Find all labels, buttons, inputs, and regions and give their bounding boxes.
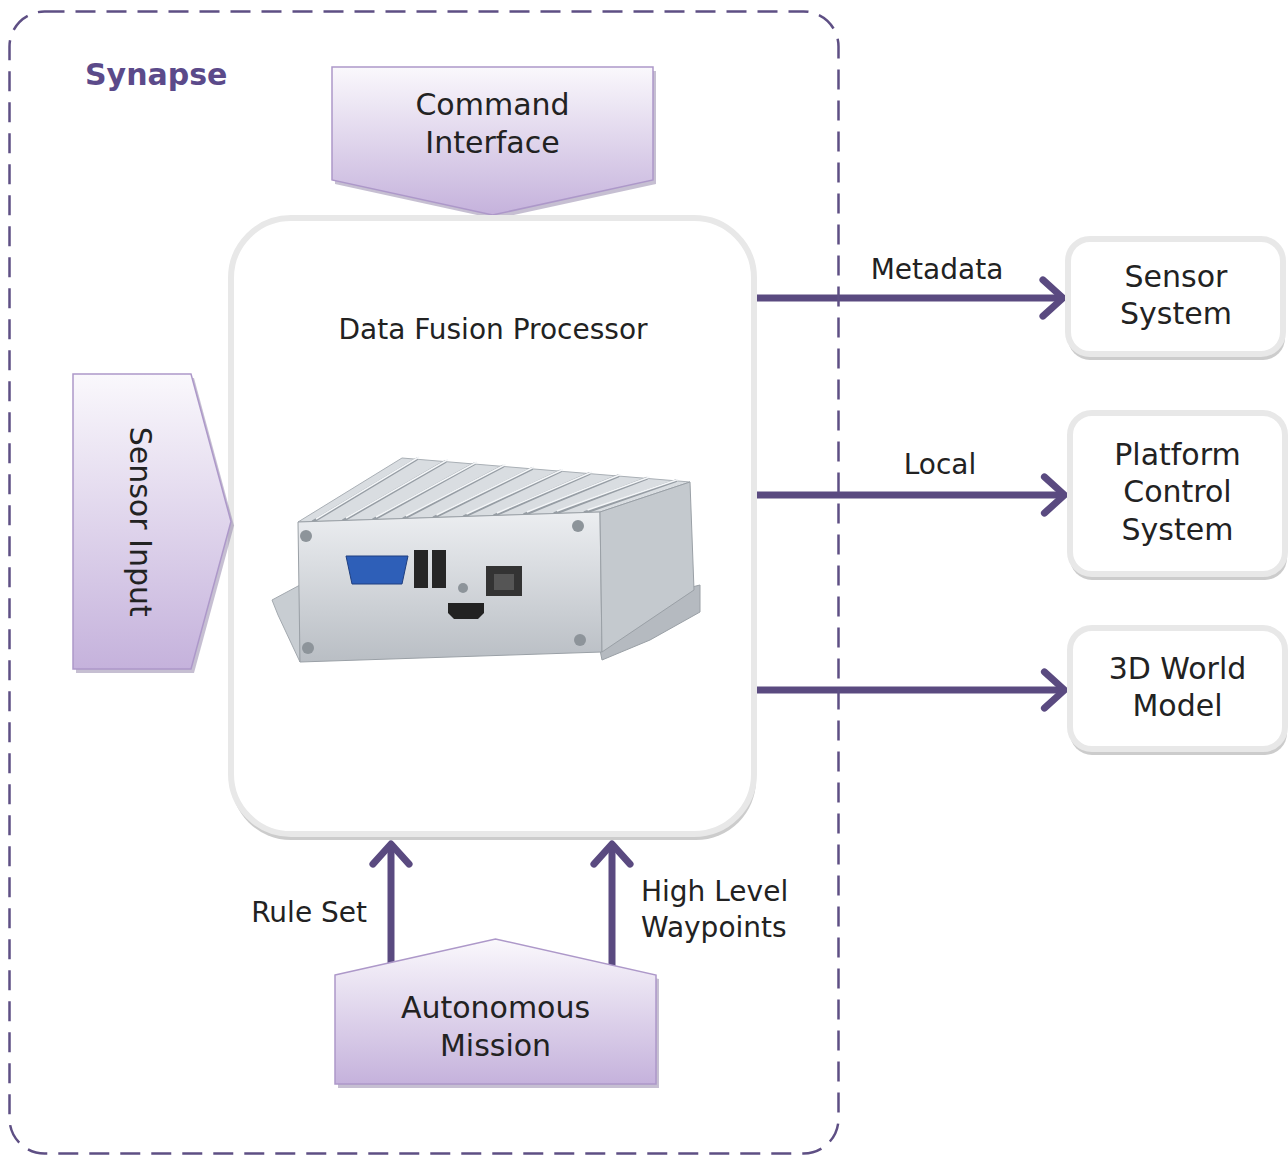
box-label: 3D World Model — [1083, 650, 1273, 725]
autonomous-mission-shape: Autonomous Mission — [334, 938, 657, 1085]
edge-label: High Level Waypoints — [641, 874, 816, 947]
box-label: Sensor System — [1081, 258, 1271, 333]
output-box: Sensor System — [1065, 236, 1287, 360]
sensor-input-shape: Sensor Input — [72, 373, 232, 670]
processor-box: Data Fusion Processor — [228, 215, 758, 840]
dashed-boundary — [10, 12, 839, 1154]
connector-line — [756, 295, 1063, 302]
connector-arrow — [373, 844, 409, 968]
connector-line — [388, 844, 395, 968]
mini-pc-illustration — [228, 215, 758, 840]
arrowhead — [373, 844, 409, 864]
box-body — [231, 218, 754, 834]
edge-label: Metadata — [871, 252, 1004, 288]
connector-line — [609, 844, 616, 971]
connector-line — [756, 492, 1065, 499]
command-interface-shape: Command Interface — [331, 66, 654, 216]
shape-label: Sensor Input — [121, 426, 159, 616]
edge-label-holder: Local — [904, 447, 977, 483]
edge-label: Rule Set — [251, 895, 367, 931]
shape-label: Autonomous Mission — [376, 989, 616, 1064]
connector-arrow — [594, 844, 630, 971]
output-box: Platform Control System — [1067, 410, 1288, 580]
arrowhead — [1044, 477, 1064, 513]
box-title: Data Fusion Processor — [338, 312, 647, 347]
arrowhead — [1043, 280, 1063, 316]
connector-line — [756, 687, 1065, 694]
box-body — [1070, 413, 1285, 574]
edge-label-holder: High Level Waypoints — [641, 874, 816, 947]
shape-body — [332, 67, 653, 215]
connector-arrow — [756, 672, 1065, 708]
edge-label: Local — [904, 447, 977, 483]
system-boundary: SynapseCommand Interface — [8, 10, 840, 1155]
edge-label-holder: Metadata — [871, 252, 1004, 288]
arrowhead — [594, 844, 630, 864]
edge-label-holder: Rule Set — [251, 895, 367, 931]
boundary-title: Synapse — [85, 56, 227, 94]
shape-body — [73, 374, 231, 669]
arrowhead — [1044, 672, 1064, 708]
box-label: Platform Control System — [1083, 436, 1273, 549]
output-box: 3D World Model — [1067, 625, 1288, 755]
box-body — [1068, 239, 1283, 354]
box-body — [1070, 628, 1285, 749]
shape-label: Command Interface — [373, 86, 613, 161]
shape-body — [335, 939, 656, 1084]
